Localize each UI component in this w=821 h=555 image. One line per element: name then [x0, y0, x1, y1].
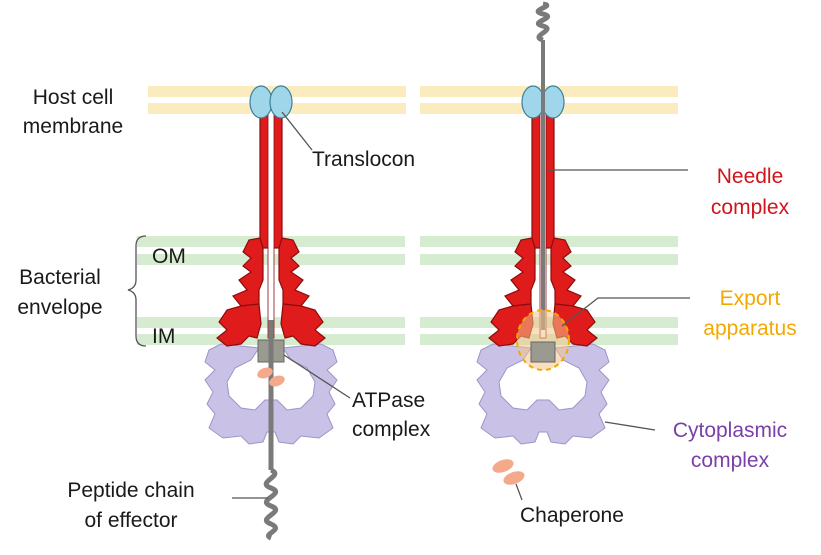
label-export-1: Export: [720, 287, 781, 310]
label-peptide-2: of effector: [84, 509, 177, 532]
label-im: IM: [152, 325, 175, 348]
label-chaperone: Chaperone: [520, 504, 624, 527]
label-om: OM: [152, 245, 186, 268]
right-secretion-system: [476, 1, 610, 445]
cytoplasmic-leader: [604, 421, 656, 431]
label-translocon: Translocon: [312, 148, 415, 171]
needle-complex-left: [216, 97, 326, 347]
label-export-2: apparatus: [703, 317, 796, 340]
label-host-cell-1: Host cell: [33, 86, 114, 109]
chaperone-left: [257, 367, 285, 387]
label-cytoplasmic-1: Cytoplasmic: [673, 419, 787, 442]
export-apparatus: [516, 309, 570, 371]
export-leader: [561, 297, 690, 327]
chaperone-leader: [515, 483, 523, 501]
label-bacterial-2: envelope: [17, 296, 102, 319]
label-host-cell-2: membrane: [23, 115, 123, 138]
label-cytoplasmic-2: complex: [691, 449, 770, 472]
label-needle-2: complex: [711, 196, 790, 219]
outer-membrane: [137, 236, 678, 265]
chaperone-free: [492, 459, 525, 485]
label-atpase-2: complex: [352, 418, 431, 441]
peptide-chain: [263, 467, 279, 541]
host-cell-membrane: [148, 86, 678, 114]
atpase-leader: [283, 354, 351, 399]
envelope-bracket: [127, 235, 147, 347]
label-atpase-1: ATPase: [352, 389, 425, 412]
left-secretion-system: [204, 85, 338, 541]
peptide-chain-secreted: [535, 1, 551, 43]
translocon-leader: [281, 111, 313, 151]
label-peptide-1: Peptide chain: [67, 479, 194, 502]
label-bacterial-1: Bacterial: [19, 266, 101, 289]
inner-membrane: [137, 317, 678, 345]
label-needle-1: Needle: [717, 165, 784, 188]
